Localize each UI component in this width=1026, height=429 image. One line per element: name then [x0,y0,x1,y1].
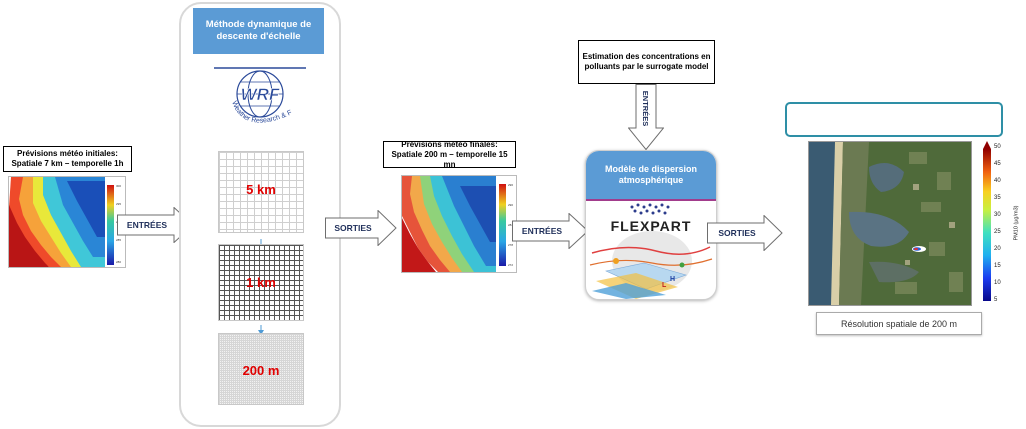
wrf-logo: WRF Weather Research & Forecasting [212,59,306,138]
colorbar-tick-label: 30 [994,212,1001,218]
dispersion-panel: Modèle de dispersion atmosphérique FLEXP… [585,150,717,300]
dispersion-title: Modèle de dispersion atmosphérique [586,151,716,201]
svg-text:295: 295 [116,202,121,206]
dispersion-input-arrow-shape [512,213,589,249]
surrogate-down-arrow: ENTRÉES [627,84,665,151]
colorbar-tick-label: 20 [994,246,1001,252]
output-forecast-line2: Spatiale 200 m – temporelle 15 mn [391,149,508,169]
surrogate-line1: Estimation des concentrations en [582,52,711,61]
input-map-svg: 300295290285280 [9,177,121,267]
surrogate-down-arrow-shape [627,84,665,151]
surrogate-line2: polluants par le surrogate model [584,62,709,71]
input-forecast-line2: Spatiale 7 km – temporelle 1h [11,159,124,168]
output-arrow-label: SORTIES [334,223,372,233]
svg-text:278: 278 [508,243,513,247]
svg-text:284: 284 [508,223,513,227]
pm10-colorbar: 50 45 40 35 30 25 20 15 10 5 PM10 (µg/m3) [980,141,1024,306]
colorbar-tick-label: 35 [994,195,1001,201]
grid-5km: 5 km [218,151,304,233]
down-arrow-2 [258,322,264,335]
method-title-line2: descente d'échelle [216,31,301,42]
wrf-logo-text: WRF [241,85,280,104]
result-arrow-shape [707,215,783,251]
colorbar-title: PM10 (µg/m3) [1013,205,1019,241]
flexpart-logo: FLEXPART [611,218,692,234]
colorbar-tick-label: 10 [994,280,1001,286]
input-forecast-map: 300295290285280 [8,176,126,268]
grid-1km: 1 km [218,244,304,321]
colorbar-tick-label: 45 [994,161,1001,167]
result-arrow-label: SORTIES [718,228,756,238]
output-arrow-shape [325,210,397,246]
grid-200m-label: 200 m [242,363,280,378]
grid-200m: 200 m [218,333,304,405]
svg-text:272: 272 [508,263,513,267]
svg-text:290: 290 [508,203,513,207]
output-map-svg: 296 290 284 278 272 [402,176,513,272]
dispersion-title-line2: atmosphérique [618,175,684,185]
grid-5km-label: 5 km [246,182,276,197]
result-satellite-map [808,141,972,306]
dispersion-title-line1: Modèle de dispersion [604,164,698,174]
input-forecast-line1: Prévisions météo initiales: [17,149,118,158]
flexpart-svg: FLEXPART L H [589,203,713,299]
output-arrow: SORTIES [325,210,397,246]
svg-text:296: 296 [508,183,513,187]
result-caption-box: Résolution spatiale de 200 m [816,312,982,335]
svg-text:285: 285 [116,238,121,242]
result-arrow: SORTIES [707,215,783,251]
surrogate-down-arrow-label: ENTRÉES [641,90,651,126]
svg-text:H: H [670,276,675,283]
result-title-box [785,102,1003,137]
svg-text:280: 280 [116,260,121,264]
flexpart-illustration: FLEXPART L H [586,201,716,299]
colorbar-tick-label: 5 [994,297,998,303]
svg-text:300: 300 [116,184,121,188]
colorbar-tick-label: 40 [994,178,1001,184]
wrf-logo-svg: WRF Weather Research & Forecasting [212,59,306,125]
grid-1km-label: 1 km [246,275,276,290]
output-forecast-label: Prévisions météo finales: Spatiale 200 m… [383,139,516,169]
colorbar-tick-label: 50 [994,144,1001,150]
method-title: Méthode dynamique de descente d'échelle [193,8,324,54]
colorbar-tick-label: 25 [994,229,1001,235]
dispersion-input-arrow: ENTRÉES [512,213,589,249]
colorbar-svg [983,141,991,301]
colorbar-title-wrap: PM10 (µg/m3) [1011,203,1021,243]
svg-text:L: L [662,282,667,289]
output-forecast-map: 296 290 284 278 272 [401,175,517,273]
satellite-svg [809,142,971,305]
input-arrow-label: ENTRÉES [126,220,168,230]
output-forecast-line1: Prévisions météo finales: [401,139,498,149]
method-title-line1: Méthode dynamique de [205,19,312,30]
result-caption: Résolution spatiale de 200 m [840,318,958,329]
dispersion-input-arrow-label: ENTRÉES [521,226,563,236]
surrogate-box: Estimation des concentrations en polluan… [578,40,715,84]
input-forecast-label: Prévisions météo initiales: Spatiale 7 k… [3,146,132,172]
colorbar-tick-label: 15 [994,263,1001,269]
